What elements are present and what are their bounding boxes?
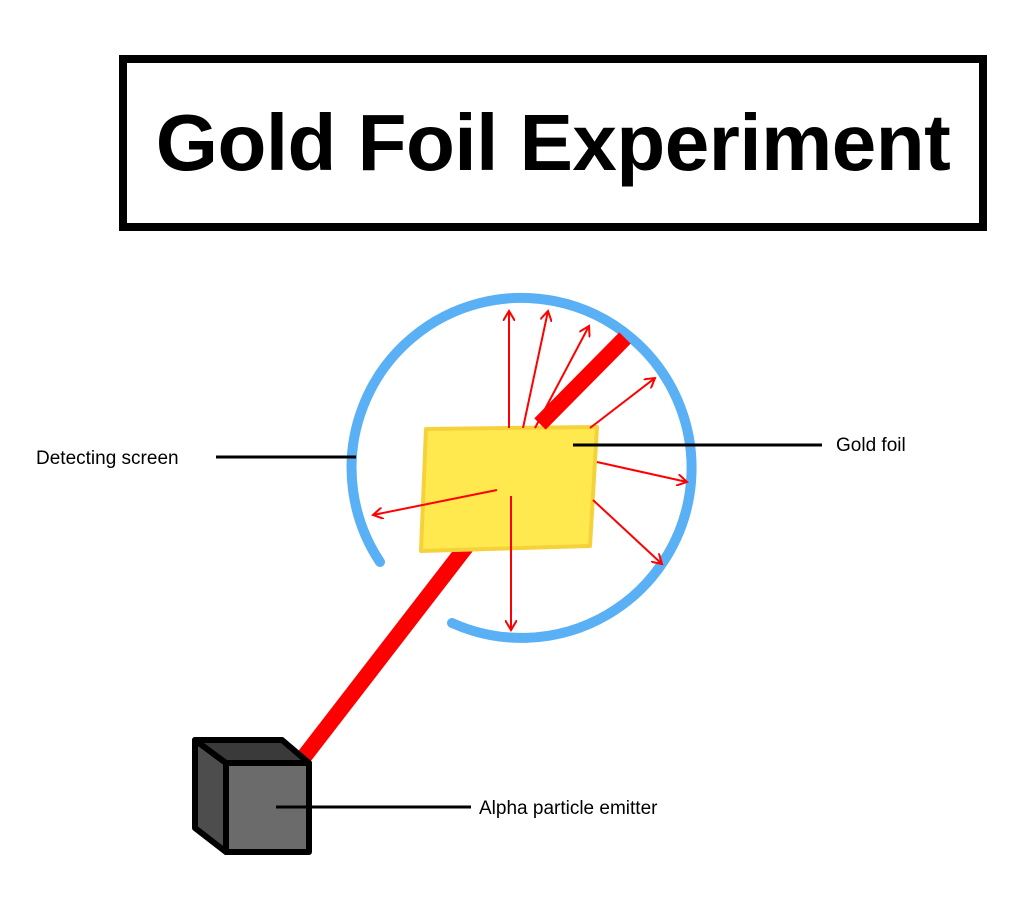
label-detecting-screen: Detecting screen (36, 448, 179, 469)
scatter-arrow-upper-right (589, 378, 655, 429)
scatter-arrow-up-2 (522, 311, 548, 429)
scatter-arrow-up-3 (534, 326, 589, 429)
scatter-arrow-right (596, 461, 687, 482)
gold-foil-sheet (419, 425, 599, 553)
label-gold-foil: Gold foil (836, 435, 906, 456)
cube-icon (192, 737, 312, 855)
scattered-particles (373, 311, 687, 630)
detecting-screen-arc (346, 292, 697, 643)
alpha-beam-transmitted (534, 332, 631, 430)
scatter-arrow-lower-right (592, 499, 662, 564)
title-box: Gold Foil Experiment (119, 55, 987, 231)
page-title: Gold Foil Experiment (155, 98, 951, 187)
scatter-arrow-back (373, 489, 498, 515)
label-alpha-particle-emitter: Alpha particle emitter (479, 798, 658, 819)
